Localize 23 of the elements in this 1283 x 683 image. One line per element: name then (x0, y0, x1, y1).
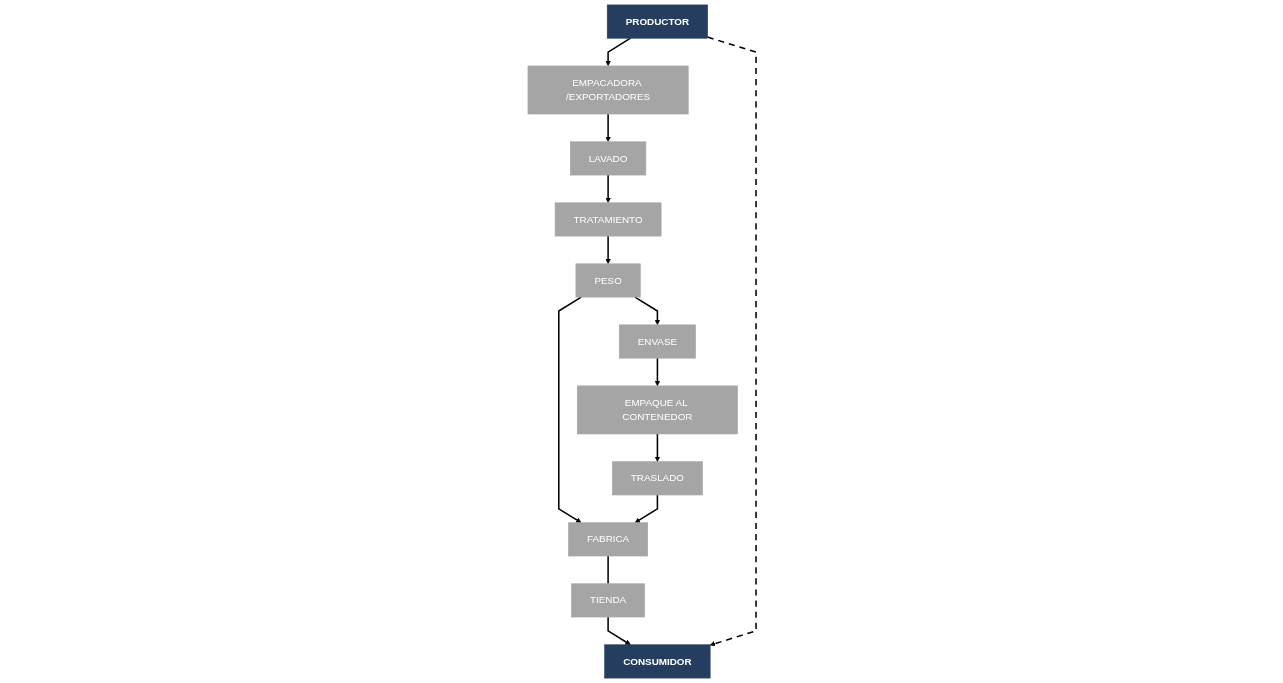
arrow (633, 296, 660, 326)
arrow (604, 37, 631, 67)
arrow (604, 113, 611, 142)
arrow (604, 235, 611, 265)
connector (606, 555, 609, 585)
node-box: EMPACADORA /EXPORTADORES (527, 65, 689, 115)
node-box: TRATAMIENTO (554, 202, 661, 237)
node-box: EMPAQUE AL CONTENEDOR (576, 385, 738, 435)
node-box: FABRICA (567, 522, 648, 557)
node-box: ENVASE (618, 324, 696, 359)
arrow (654, 433, 660, 462)
arrow (634, 494, 658, 523)
arrow (557, 296, 582, 523)
node-box: LAVADO (569, 141, 646, 176)
node-box: PRODUCTOR (606, 4, 708, 39)
arrow (654, 357, 660, 387)
arrow (606, 616, 631, 646)
node-box: CONSUMIDOR (603, 644, 710, 679)
node-box: PESO (575, 263, 641, 298)
arrow (604, 174, 611, 204)
node-box: TIENDA (570, 583, 645, 618)
arrow (706, 36, 757, 647)
node-box: TRASLADO (611, 461, 703, 496)
